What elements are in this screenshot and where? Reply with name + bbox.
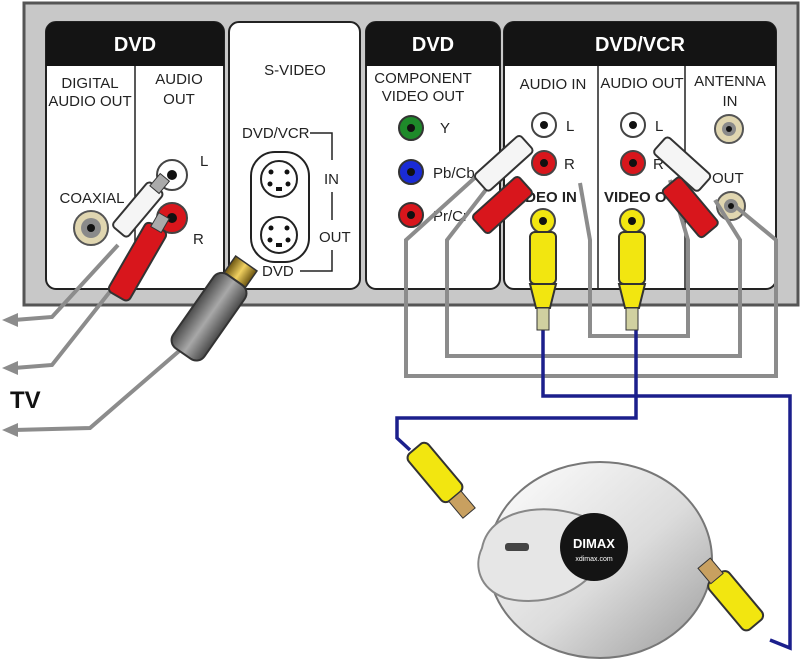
arrow-2 <box>2 361 18 375</box>
device-slot <box>505 543 529 551</box>
component-label-1: COMPONENT <box>374 70 472 87</box>
audio-in-right-label: R <box>564 156 575 173</box>
dvd-audio-header <box>46 22 224 66</box>
component-header <box>366 22 500 66</box>
dvd-component-section: DVD COMPONENT VIDEO OUT Y Pb/Cb Pr/Cr <box>365 21 501 290</box>
device-url: xdimax.com <box>575 556 613 563</box>
device-logo-badge <box>560 513 628 581</box>
y-label: Y <box>440 120 450 137</box>
dvdvcr-header <box>504 22 776 66</box>
audio-out-label-1: AUDIO <box>155 71 203 88</box>
dvdvcr-header-text: DVD/VCR <box>595 34 686 56</box>
audio-out-vcr-left-label: L <box>655 118 663 135</box>
svideo-title: S-VIDEO <box>264 62 326 79</box>
pr-label: Pr/Cr <box>433 208 468 225</box>
gray-cables <box>13 153 778 432</box>
left-label: L <box>200 153 208 170</box>
device-brand: DIMAX <box>573 536 615 551</box>
arrow-1 <box>2 313 18 327</box>
dvd-audio-section: DVD DIGITAL AUDIO OUT AUDIO OUT COAXIAL … <box>45 21 225 290</box>
pb-label: Pb/Cb <box>433 165 475 182</box>
digital-label-1: DIGITAL <box>61 75 118 92</box>
right-label: R <box>193 231 204 248</box>
arrow-3 <box>2 423 18 437</box>
svideo-out-port <box>260 216 298 254</box>
coaxial-label: COAXIAL <box>59 190 124 207</box>
svideo-dvd-label: DVD <box>262 263 294 280</box>
antenna-label-2: IN <box>723 93 738 110</box>
audio-in-left-label: L <box>566 118 574 135</box>
video-in-plug <box>529 231 557 285</box>
tv-label: TV <box>10 387 41 414</box>
digital-label-2: AUDIO OUT <box>48 93 131 110</box>
audio-in-label: AUDIO IN <box>520 76 587 93</box>
yellow-video-plugs <box>528 231 647 331</box>
component-header-text: DVD <box>412 34 454 56</box>
svideo-in-port <box>260 160 298 198</box>
vcr-audio-plugs <box>472 135 719 239</box>
audio-out-label-2: OUT <box>163 91 195 108</box>
dimax-device: DIMAX xdimax.com <box>477 461 713 659</box>
svideo-plug <box>170 254 258 362</box>
svideo-out-label: OUT <box>319 229 351 246</box>
audio-out-vcr-right-label: R <box>653 156 664 173</box>
dvd-audio-plugs <box>107 172 171 302</box>
svideo-section: S-VIDEO DVD/VCR IN OUT DVD <box>228 21 361 290</box>
dvd-audio-header-text: DVD <box>114 34 156 56</box>
video-out-plug <box>618 231 646 285</box>
audio-out-vcr-label: AUDIO OUT <box>600 75 683 92</box>
antenna-out-label: OUT <box>712 170 744 187</box>
blue-cables <box>395 330 792 651</box>
device-connectors <box>406 441 765 632</box>
antenna-label-1: ANTENNA <box>694 73 766 90</box>
svideo-in-label: IN <box>324 171 339 188</box>
svideo-dvdvcr-label: DVD/VCR <box>242 125 310 142</box>
arrowheads <box>2 313 18 437</box>
component-label-2: VIDEO OUT <box>382 88 465 105</box>
